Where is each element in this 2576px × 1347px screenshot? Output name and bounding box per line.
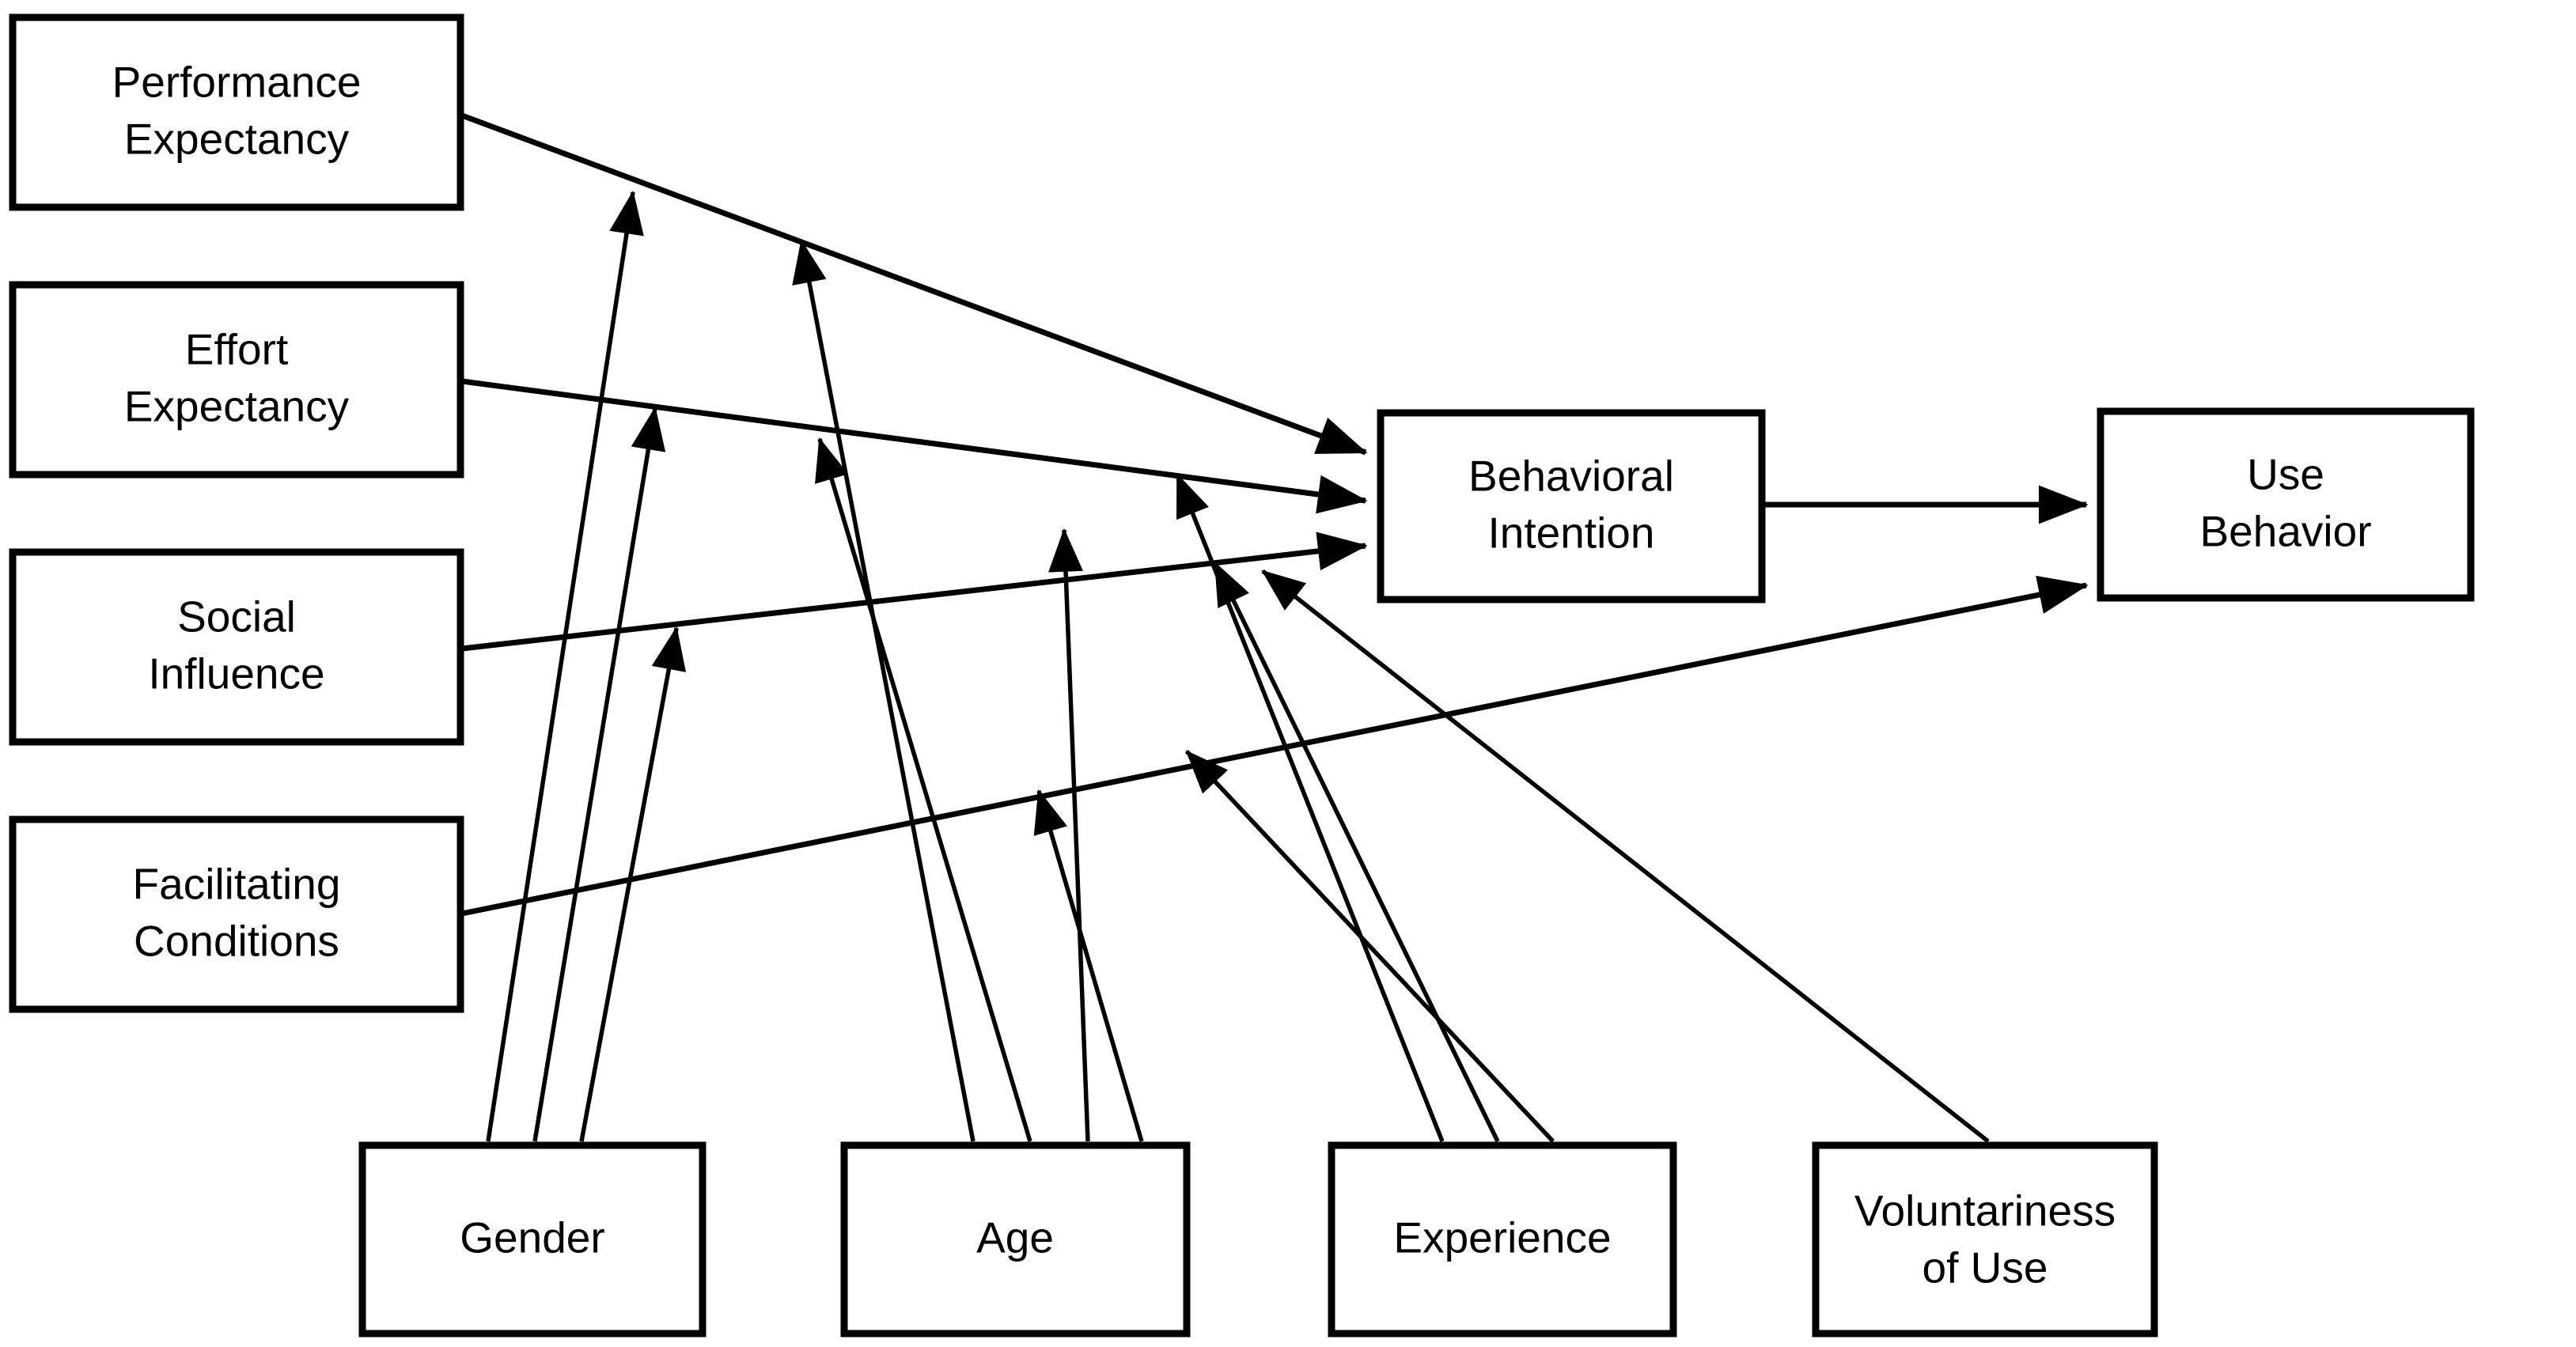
node-behavioral-intention-label-line1: Behavioral — [1468, 452, 1674, 501]
edge-age-on-ee-bi — [815, 437, 1032, 1142]
node-use-behavior-label-line2: Behavior — [2199, 507, 2371, 556]
node-voluntariness-of-use[interactable]: Voluntariness of Use — [1812, 1141, 2158, 1338]
node-behavioral-intention[interactable]: Behavioral Intention — [1377, 409, 1766, 604]
edge-gender-on-ee-bi — [532, 406, 666, 1142]
node-voluntariness-of-use-label-line2: of Use — [1923, 1243, 2048, 1292]
edge-ee-to-bi — [461, 378, 1368, 514]
node-effort-expectancy-label-line1: Effort — [185, 325, 288, 374]
moderating-effect-edges — [486, 190, 1990, 1144]
node-experience-label: Experience — [1393, 1213, 1611, 1262]
node-social-influence[interactable]: Social Influence — [9, 548, 464, 746]
node-facilitating-conditions-label-line1: Facilitating — [133, 860, 341, 909]
edge-age-on-fc-ub — [1033, 789, 1144, 1142]
edge-gender-on-pe-bi — [486, 190, 644, 1142]
edge-age-on-pe-bi — [792, 239, 975, 1142]
node-facilitating-conditions-label-line2: Conditions — [134, 917, 339, 966]
node-experience-box[interactable] — [1328, 1141, 1677, 1338]
node-performance-expectancy-label-line2: Expectancy — [124, 115, 350, 164]
node-voluntariness-of-use-label-line1: Voluntariness — [1854, 1186, 2116, 1235]
moderator-nodes: Gender Age Experience Voluntariness of U… — [358, 1141, 2158, 1338]
node-performance-expectancy[interactable]: Performance Expectancy — [9, 13, 464, 211]
node-effort-expectancy-box[interactable] — [9, 281, 464, 479]
node-behavioral-intention-box[interactable] — [1377, 409, 1766, 604]
node-gender-box[interactable] — [358, 1141, 707, 1338]
node-age[interactable]: Age — [840, 1141, 1191, 1338]
edge-experience-on-fc-ub — [1184, 750, 1555, 1143]
edge-voluntariness-on-si-bi — [1261, 569, 1990, 1144]
node-use-behavior-label-line1: Use — [2247, 450, 2324, 499]
edge-age-on-si-bi — [1048, 528, 1090, 1142]
node-voluntariness-of-use-box[interactable] — [1812, 1141, 2158, 1338]
construct-nodes: Performance Expectancy Effort Expectancy… — [9, 13, 2475, 1013]
edge-fc-to-ub — [461, 575, 2089, 917]
node-social-influence-box[interactable] — [9, 548, 464, 746]
node-performance-expectancy-box[interactable] — [9, 13, 464, 211]
node-use-behavior-box[interactable] — [2097, 407, 2475, 602]
node-facilitating-conditions[interactable]: Facilitating Conditions — [9, 815, 464, 1013]
node-experience[interactable]: Experience — [1328, 1141, 1677, 1338]
node-gender[interactable]: Gender — [358, 1141, 707, 1338]
node-performance-expectancy-label-line1: Performance — [112, 58, 362, 107]
node-effort-expectancy[interactable]: Effort Expectancy — [9, 281, 464, 479]
node-use-behavior[interactable]: Use Behavior — [2097, 407, 2475, 602]
node-gender-label: Gender — [460, 1213, 604, 1262]
node-social-influence-label-line1: Social — [177, 592, 296, 641]
node-age-box[interactable] — [840, 1141, 1191, 1338]
node-age-label: Age — [976, 1213, 1054, 1262]
node-effort-expectancy-label-line2: Expectancy — [124, 382, 350, 431]
node-social-influence-label-line2: Influence — [148, 649, 324, 698]
edge-gender-on-si-bi — [579, 626, 687, 1142]
edge-pe-to-bi — [460, 112, 1368, 456]
node-behavioral-intention-label-line2: Intention — [1487, 509, 1654, 558]
edge-experience-on-si-bi — [1213, 562, 1500, 1143]
node-facilitating-conditions-box[interactable] — [9, 815, 464, 1013]
main-effect-edges — [460, 112, 2089, 917]
